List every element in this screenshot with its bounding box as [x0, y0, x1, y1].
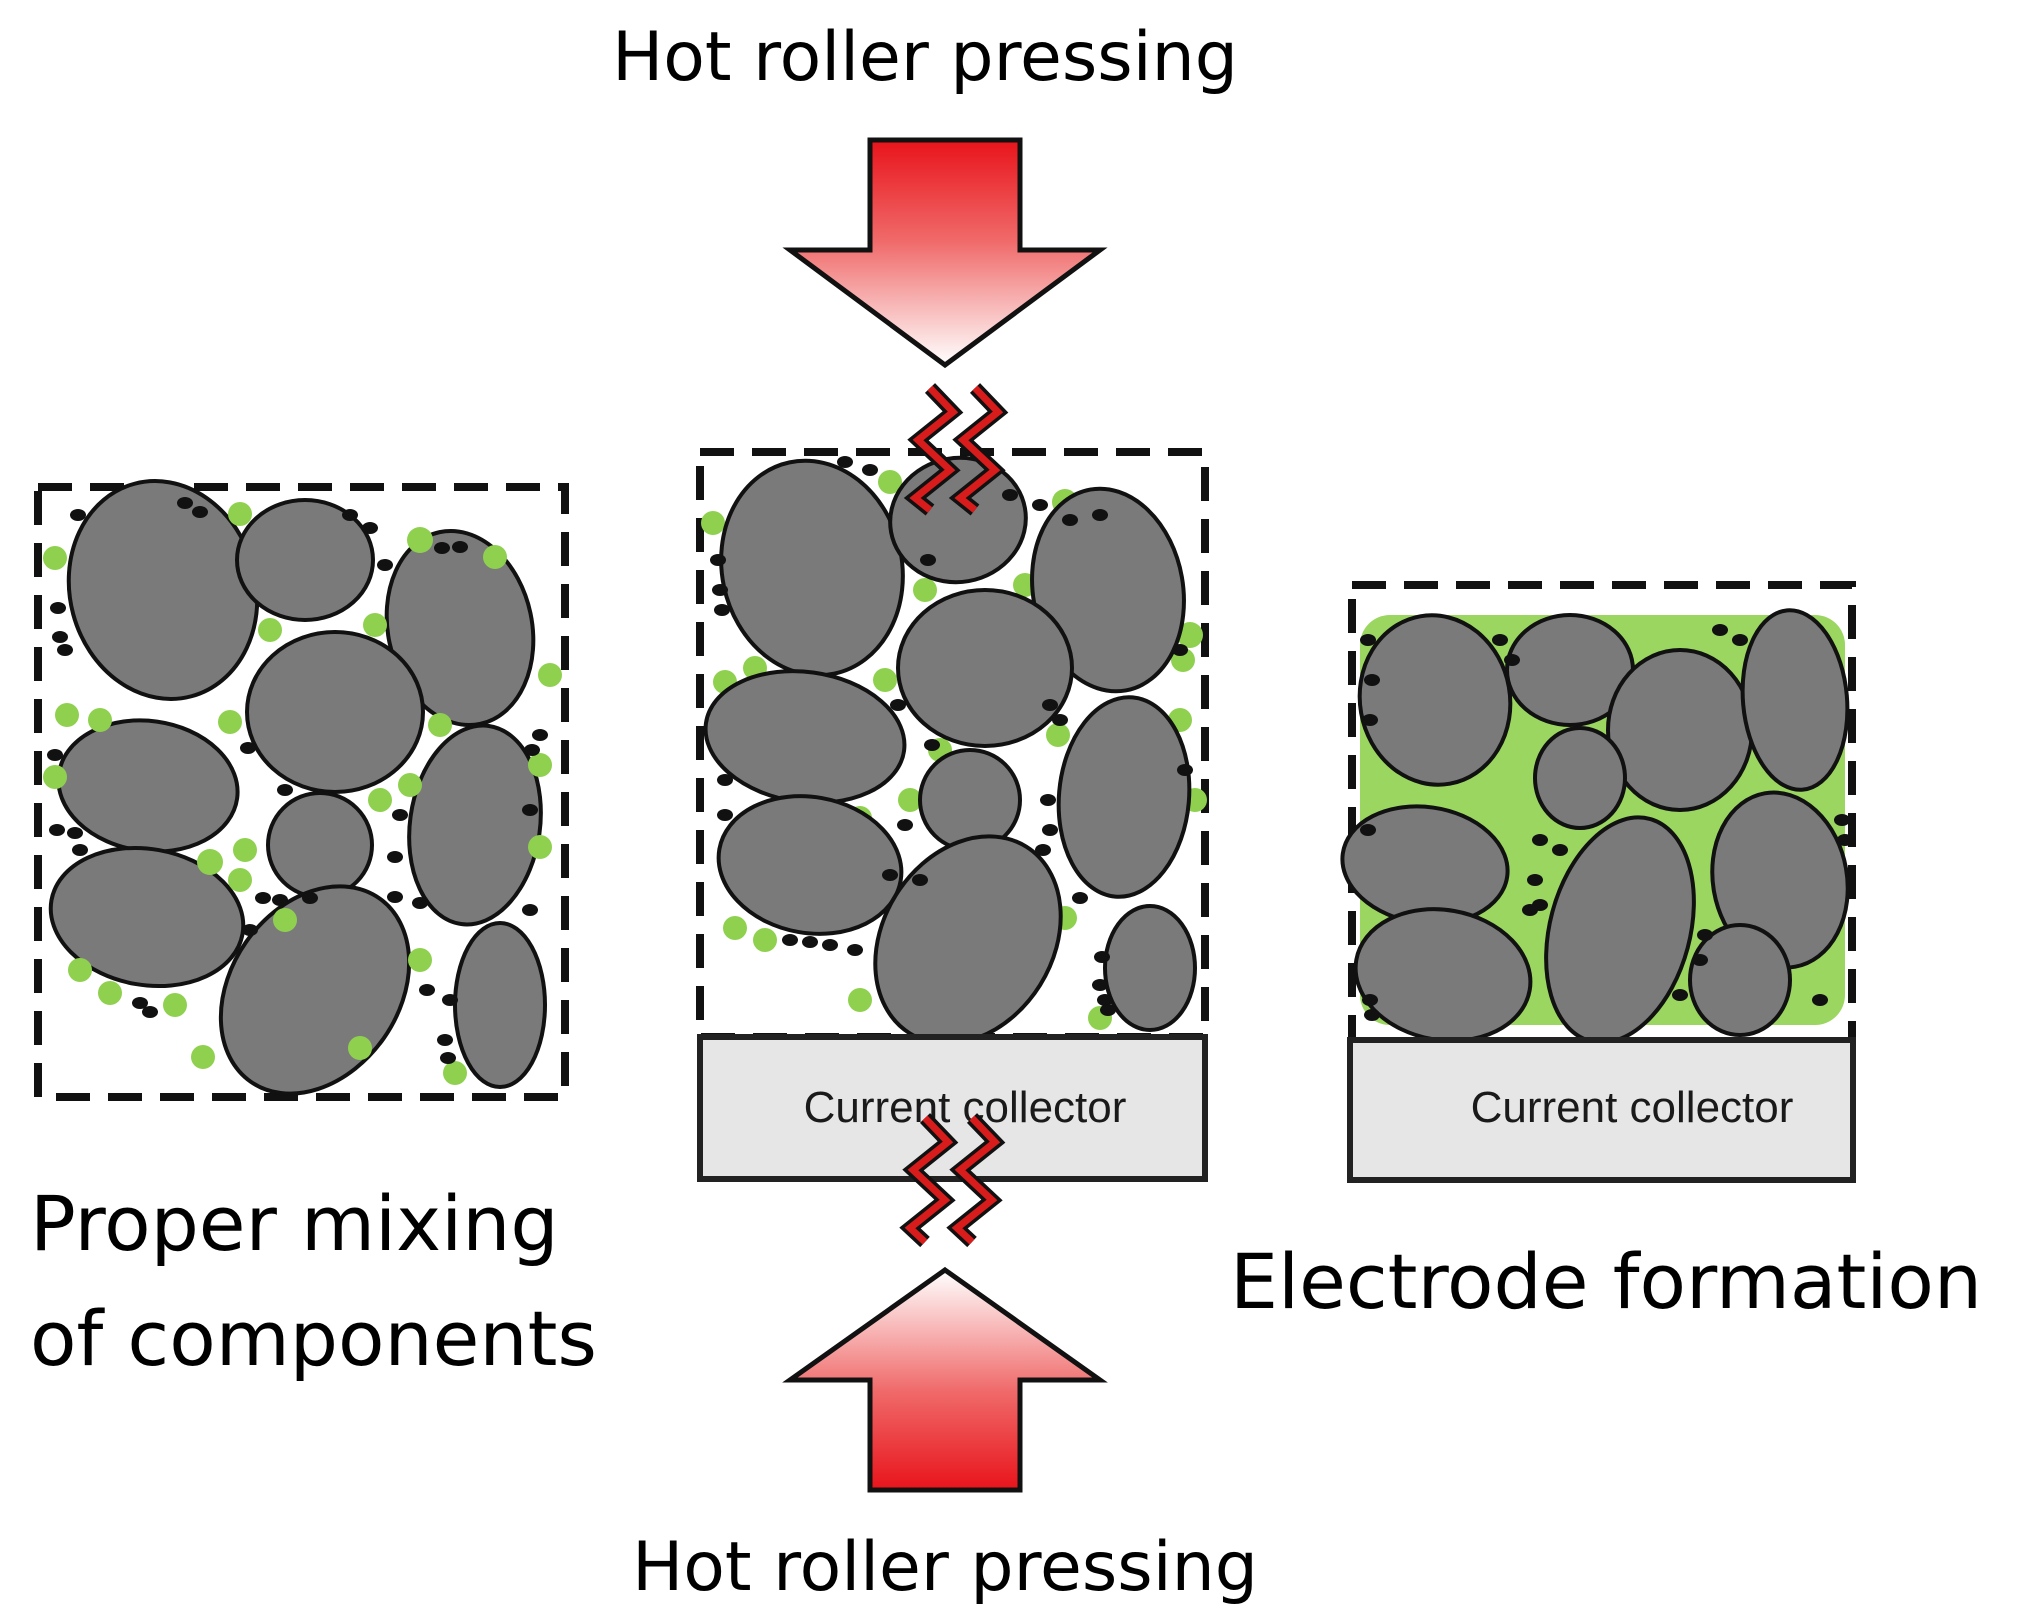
middle-current-collector [697, 1034, 1208, 1182]
mixing-particles [48, 479, 547, 1096]
right-current-collector [1347, 1037, 1856, 1183]
formation-carbon-dots [1360, 624, 1853, 1021]
bottom-press-arrow-icon [782, 1266, 1108, 1493]
top-press-label: Hot roller pressing [612, 18, 1238, 97]
formation-label: Electrode formation [1230, 1237, 1982, 1326]
bottom-heat-zigzag-icon [899, 1113, 1006, 1248]
right-collector-label: Current collector [1471, 1083, 1794, 1132]
formation-particles [1340, 608, 1850, 1045]
pressing-panel: Current collector [696, 448, 1209, 1182]
middle-collector-label: Current collector [804, 1083, 1127, 1132]
mixing-boundary [34, 483, 569, 1101]
pressing-particles [703, 455, 1197, 1046]
mixing-label-line2: of components [30, 1294, 597, 1383]
bottom-press-label: Hot roller pressing [632, 1528, 1258, 1607]
mixing-panel [34, 479, 569, 1101]
top-press-arrow-icon [782, 137, 1108, 369]
pressing-carbon-dots [710, 456, 1193, 1016]
top-heat-zigzag-icon [903, 383, 1009, 516]
mixing-carbon-dots [47, 497, 548, 1064]
formation-panel: Current collector [1340, 581, 1856, 1183]
pressing-boundary [696, 448, 1209, 1041]
mixing-label-line1: Proper mixing [30, 1179, 559, 1268]
mixing-binder-dots [43, 502, 562, 1085]
